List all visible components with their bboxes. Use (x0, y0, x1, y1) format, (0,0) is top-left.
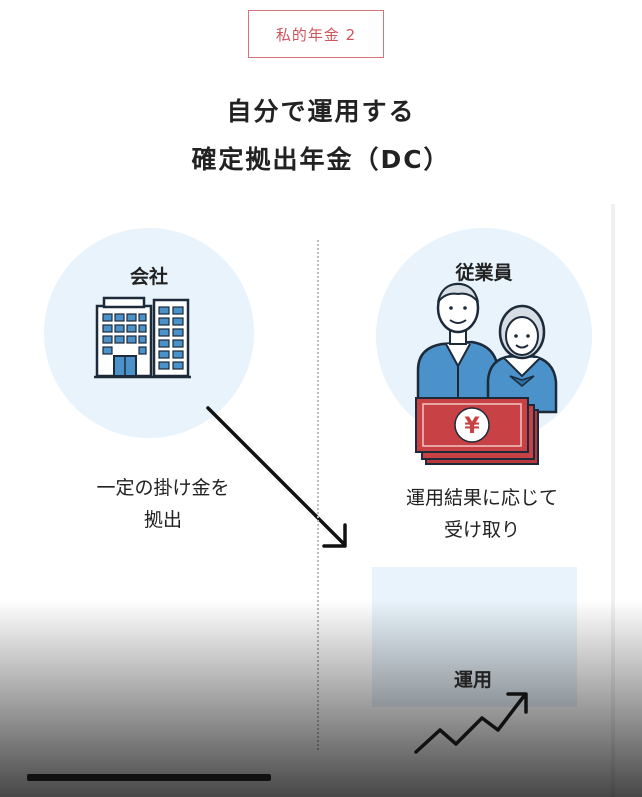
page-title-line2: 確定拠出年金（DC） (191, 145, 451, 174)
yen-banknotes-icon: ¥ (415, 397, 539, 465)
diagonal-arrow-icon (206, 406, 347, 548)
home-indicator-bar[interactable] (27, 774, 271, 781)
employee-description: 運用結果に応じて 受け取り (372, 482, 592, 546)
company-description-line2: 拠出 (143, 509, 182, 531)
page-edge-shadow (611, 204, 615, 797)
company-description: 一定の掛け金を 拠出 (58, 472, 268, 536)
employee-label: 従業員 (455, 262, 513, 284)
office-building-icon (94, 296, 191, 379)
page-title-line1: 自分で運用する (226, 97, 416, 126)
employee-description-line2: 受け取り (443, 519, 520, 541)
company-description-line1: 一定の掛け金を (96, 477, 230, 499)
section-badge: 私的年金 2 (248, 10, 384, 58)
growth-arrow-icon (414, 692, 528, 754)
investment-label: 運用 (453, 669, 492, 691)
employee-description-line1: 運用結果に応じて (405, 487, 558, 509)
yen-symbol: ¥ (464, 414, 480, 439)
section-badge-text: 私的年金 2 (275, 25, 357, 44)
company-label: 会社 (129, 266, 168, 288)
center-divider (317, 240, 319, 750)
